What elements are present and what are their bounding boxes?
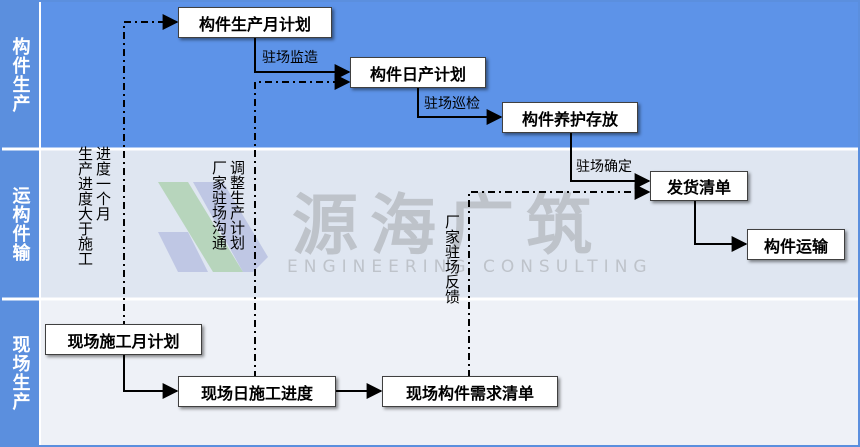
note-adjust-col1: 调整生产计划 (228, 160, 246, 250)
node-shipping-list: 发货清单 (650, 171, 748, 201)
watermark-subtitle: ENGINEERING CONSULTING (287, 257, 653, 277)
lane-band-site (0, 299, 860, 447)
node-monthly-production-plan: 构件生产月计划 (178, 7, 332, 38)
edge-demand-to-shipping (468, 184, 651, 377)
edge-site-to-monthly-plan (123, 14, 179, 328)
label-inspection: 驻场巡检 (424, 96, 480, 112)
edge-progress-to-daily (254, 74, 351, 378)
lane-header-site (0, 299, 40, 447)
edge-shipping-to-transport (694, 200, 748, 252)
label-supervision: 驻场监造 (262, 50, 318, 66)
node-component-transport: 构件运输 (747, 229, 845, 260)
node-site-monthly-plan: 现场施工月计划 (45, 324, 202, 355)
edge-daily-to-curing (417, 87, 503, 125)
edge-curing-to-shipping (570, 132, 651, 189)
node-site-daily-progress: 现场日施工进度 (178, 376, 336, 407)
label-confirm: 驻场确定 (576, 159, 632, 175)
node-curing-storage: 构件养护存放 (502, 102, 638, 133)
edge-site-monthly-to-daily (123, 355, 179, 399)
note-feedback: 厂家驻场反馈 (443, 214, 461, 304)
diagonal-stripes-logo-icon (158, 182, 268, 272)
lane-header-transport (0, 149, 40, 299)
note-adjust-col2: 厂家驻场沟通 (210, 160, 228, 250)
node-site-demand-list: 现场构件需求清单 (382, 376, 558, 407)
lane-label-transport: 运构件输 (9, 186, 31, 262)
watermark-name: 源海广筑 (292, 187, 604, 264)
lane-header-production (0, 0, 40, 149)
note-progress-col1: 进度一个月 (94, 146, 112, 221)
lane-label-site: 现场生产 (9, 335, 31, 411)
lane-label-production: 构件生产 (9, 36, 31, 113)
node-daily-production-plan: 构件日产计划 (350, 57, 486, 88)
edge-monthly-to-daily (254, 37, 351, 80)
note-progress-col2: 生产进度大于施工 (76, 146, 94, 266)
